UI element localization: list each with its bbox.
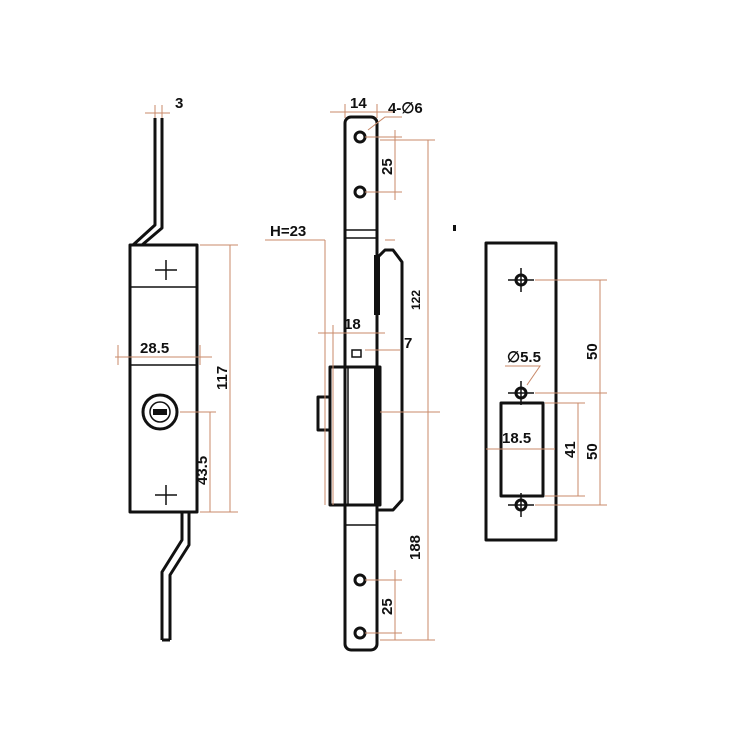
- dim-slot-height: 41: [562, 441, 579, 458]
- side-view: 3 28.5 117 43.5: [115, 95, 238, 642]
- dim-key-offset: 43.5: [194, 456, 211, 485]
- dim-hole-pitch-bottom: 25: [379, 598, 396, 615]
- dim-handle-height: H=23: [270, 223, 306, 240]
- key-knob: [316, 395, 332, 432]
- dim-hole-pitch-top: 25: [379, 158, 396, 175]
- dim-holes: 4-∅6: [388, 100, 423, 117]
- front-view: 14 4-∅6 25 122 188 H=23 18 7 25: [265, 95, 456, 652]
- dim-pitch-upper: 50: [584, 343, 601, 360]
- dim-body-depth: 18: [344, 316, 361, 333]
- dim-upper-length: 122: [409, 290, 423, 310]
- dim-lower-length: 188: [407, 535, 424, 560]
- dim-height: 117: [214, 366, 231, 390]
- lock-housing: [328, 365, 382, 507]
- plate-outline: [484, 241, 558, 542]
- strike-plate: 50 50 41 18.5 ∅5.5: [484, 241, 607, 542]
- dim-offset: 7: [404, 335, 412, 352]
- dim-bar-width: 14: [350, 95, 367, 112]
- plate-holes: [508, 268, 534, 517]
- dim-pitch-lower: 50: [584, 443, 601, 460]
- key-cylinder-icon: [141, 393, 179, 431]
- bottom-rod: [160, 512, 191, 642]
- handle: [375, 248, 404, 512]
- dim-rod-thickness: 3: [175, 95, 183, 112]
- dim-slot-width: 18.5: [502, 430, 531, 447]
- dim-width: 28.5: [140, 340, 169, 357]
- top-rod: [131, 118, 164, 247]
- dim-hole-diameter: ∅5.5: [507, 349, 541, 366]
- mount-holes: [353, 130, 367, 640]
- lock-body: [128, 243, 199, 514]
